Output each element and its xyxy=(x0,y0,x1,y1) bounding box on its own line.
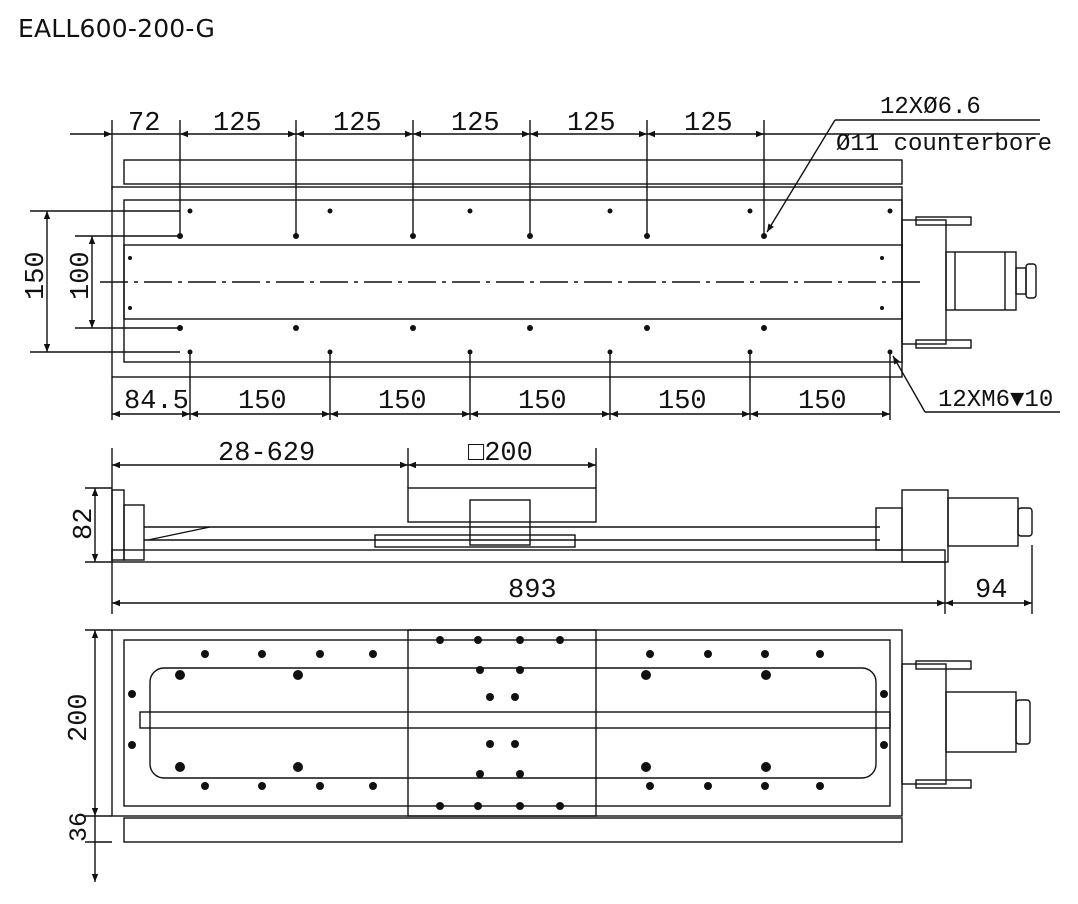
bottom-dim-150-3: 150 xyxy=(518,387,567,417)
side-dim-length: 893 xyxy=(508,576,557,606)
bottom-view-holes xyxy=(128,636,888,810)
counterbore-holes xyxy=(128,208,893,355)
bottom-dim-84-5: 84.5 xyxy=(124,387,189,417)
note-holes-count: 12XØ6.6 xyxy=(880,94,981,121)
left-dim-150: 150 xyxy=(22,251,52,300)
top-dim-125-5: 125 xyxy=(684,109,733,139)
top-dim-72: 72 xyxy=(128,109,160,139)
side-dim-stroke: 28-629 xyxy=(218,439,315,469)
drawing-title: EALL600-200-G xyxy=(18,14,216,43)
top-dim-125-2: 125 xyxy=(333,109,382,139)
top-dim-125-1: 125 xyxy=(213,109,262,139)
bottom-dim-cover: 36 xyxy=(65,812,94,842)
bottom-dim-150-1: 150 xyxy=(238,387,287,417)
bottom-dim-width: 200 xyxy=(65,693,95,742)
left-dim-100: 100 xyxy=(67,251,97,300)
side-dim-height: 82 xyxy=(70,508,100,540)
side-view xyxy=(85,448,1033,614)
bottom-dim-150-4: 150 xyxy=(658,387,707,417)
top-dim-125-4: 125 xyxy=(567,109,616,139)
bottom-view xyxy=(85,629,1031,882)
bottom-dim-150-2: 150 xyxy=(378,387,427,417)
side-dim-motor: 94 xyxy=(975,576,1007,606)
top-dim-125-3: 125 xyxy=(451,109,500,139)
note-threads: 12XM6▼10 xyxy=(938,387,1053,414)
bottom-dim-150-5: 150 xyxy=(798,387,847,417)
top-view xyxy=(30,119,1060,420)
side-dim-table: □200 xyxy=(468,439,533,469)
note-counterbore: Ø11 counterbore xyxy=(836,131,1052,158)
